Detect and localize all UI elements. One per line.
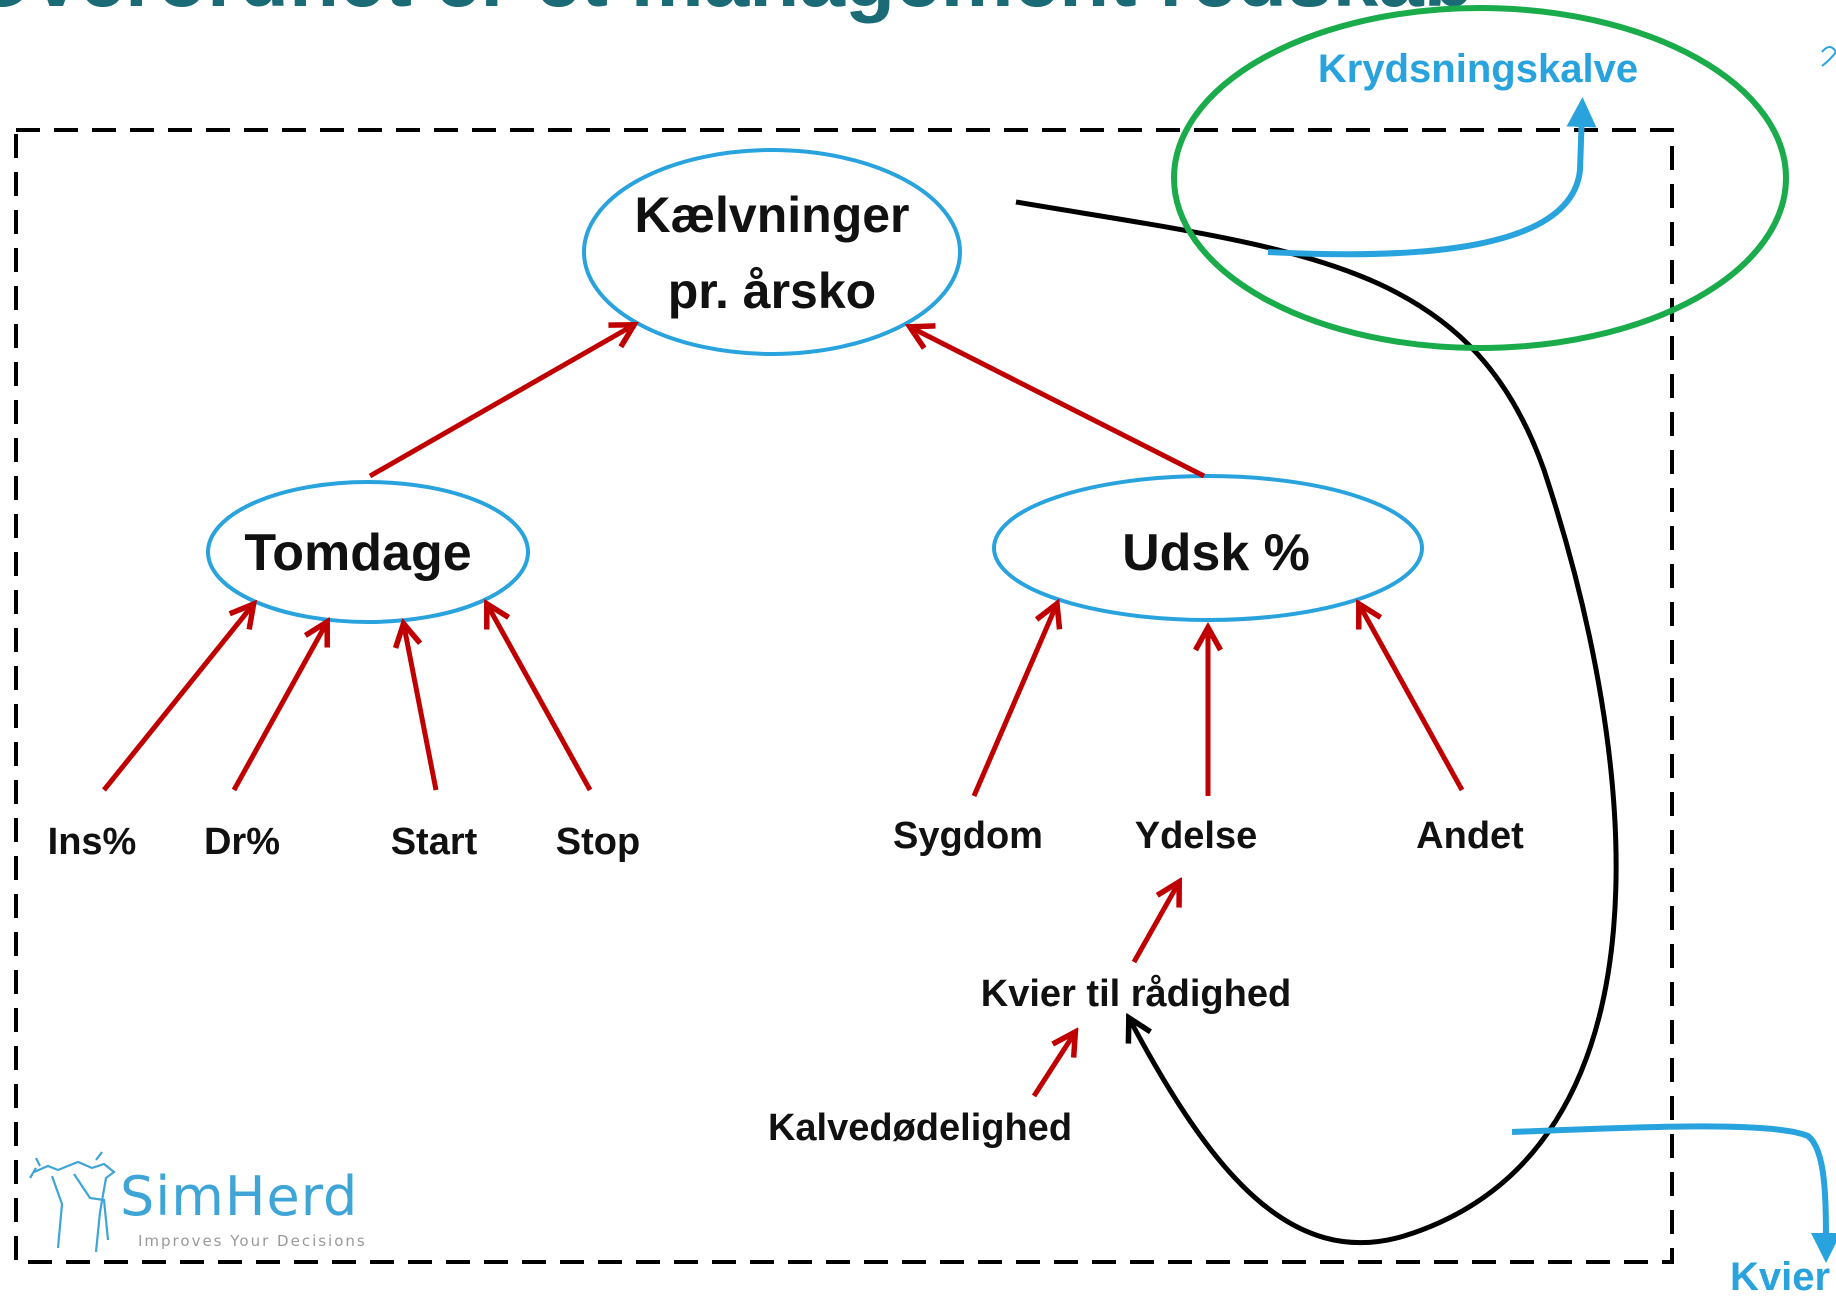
- arrow-to-krydsningskalve: [1267, 97, 1597, 258]
- node-tomdage-ellipse: [206, 480, 530, 624]
- leaf-kvier-raadighed-label: Kvier til rådighed: [981, 973, 1291, 1015]
- arrow-sygdom-to-udsk: [971, 606, 1056, 797]
- arrow-udsk-to-kaelvninger: [912, 328, 1206, 479]
- cow-outline-icon: [1821, 46, 1836, 67]
- node-kaelvninger-ellipse: [582, 148, 962, 356]
- arrow-start-to-tomdage: [404, 626, 439, 791]
- outcome-krydsningskalve-label: Krydsningskalve: [1318, 47, 1638, 91]
- leaf-stop-label: Stop: [556, 821, 640, 863]
- arrow-to-kvier: [1511, 1123, 1836, 1263]
- arrow-stop-to-tomdage: [488, 606, 593, 792]
- logo-tagline: Improves Your Decisions: [138, 1232, 367, 1250]
- node-tomdage-label: Tomdage: [244, 524, 471, 582]
- leaf-kalvedoedelighed-label: Kalvedødelighed: [768, 1107, 1072, 1149]
- page-title: Overordnet er et management redskab: [0, 0, 1474, 20]
- arrow-kvier-to-ydelse: [1131, 884, 1178, 964]
- highlight-ellipse: [1171, 5, 1789, 351]
- logo-wordmark: SimHerd: [120, 1165, 359, 1228]
- system-boundary-box: [14, 128, 1674, 1264]
- arrow-kalvedoedelighed-to-kvier: [1031, 1034, 1074, 1098]
- arrow-dr-to-tomdage: [231, 624, 326, 792]
- leaf-start-label: Start: [391, 821, 478, 863]
- node-udsk-label: Udsk %: [1122, 524, 1310, 582]
- arrow-andet-to-udsk: [1360, 606, 1465, 792]
- outcome-kvier-label: Kvier: [1730, 1255, 1830, 1297]
- node-udsk-ellipse: [992, 474, 1424, 622]
- leaf-ins-label: Ins%: [48, 821, 137, 863]
- node-kaelvninger-line2: pr. årsko: [668, 263, 876, 319]
- simherd-cows-icon: [29, 1151, 116, 1253]
- arrow-tomdage-to-kaelvninger: [368, 326, 632, 479]
- leaf-sygdom-label: Sygdom: [893, 815, 1043, 857]
- node-kaelvninger-line1: Kælvninger: [634, 187, 909, 243]
- leaf-ydelse-label: Ydelse: [1135, 815, 1258, 857]
- leaf-dr-label: Dr%: [204, 821, 280, 863]
- arrow-ins-to-tomdage: [102, 606, 252, 792]
- leaf-andet-label: Andet: [1416, 815, 1524, 857]
- feedback-curve-arrow: [1015, 199, 1619, 1246]
